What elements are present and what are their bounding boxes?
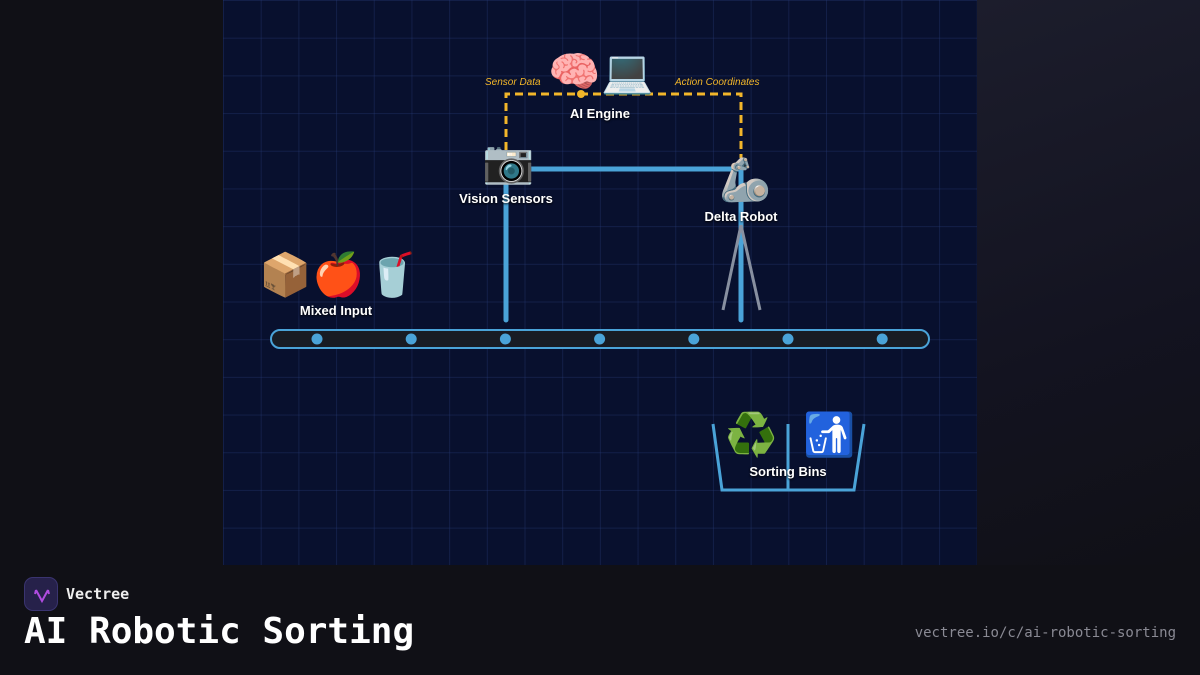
mechanical-arm-icon: 🦾 xyxy=(719,155,772,204)
flow-label-sensor: Sensor Data xyxy=(485,77,541,88)
conveyor-roller xyxy=(876,333,888,345)
recycle-icon: ♻️ xyxy=(725,410,778,459)
diagram-lines xyxy=(270,90,930,492)
brand-name: Vectree xyxy=(66,585,130,603)
conveyor-roller xyxy=(405,333,417,345)
background-glow xyxy=(977,0,1200,565)
node-label-input: Mixed Input xyxy=(299,303,373,318)
apple-icon: 🍎 xyxy=(312,250,365,299)
robot-arms xyxy=(721,224,762,311)
conveyor-roller xyxy=(311,333,323,345)
litter-bin-icon: 🚮 xyxy=(803,410,856,459)
brain-icon: 🧠 xyxy=(548,47,601,96)
page-title: AI Robotic Sorting xyxy=(24,611,415,652)
logo-icon xyxy=(34,589,50,604)
node-label-vision: Vision Sensors xyxy=(459,191,553,206)
diagram-canvas: Sensor Data Action Coordinates 🧠 💻 AI En… xyxy=(223,0,977,565)
camera-icon: 📷 xyxy=(482,137,535,186)
conveyor-roller xyxy=(594,333,606,345)
conveyor-roller xyxy=(499,333,511,345)
node-label-ai-engine: AI Engine xyxy=(570,106,630,121)
conveyor-roller xyxy=(688,333,700,345)
conveyor-roller xyxy=(782,333,794,345)
dataflow-path xyxy=(504,92,743,158)
node-label-robot: Delta Robot xyxy=(704,209,778,224)
sensor-gantry xyxy=(503,166,744,323)
dataflow-dot xyxy=(577,90,585,98)
flow-label-action: Action Coordinates xyxy=(675,77,760,88)
cup-icon: 🥤 xyxy=(366,250,419,299)
package-icon: 📦 xyxy=(259,250,312,299)
laptop-icon: 💻 xyxy=(601,47,654,96)
footer: Vectree AI Robotic Sorting vectree.io/c/… xyxy=(0,565,1200,675)
node-label-bins: Sorting Bins xyxy=(749,464,827,479)
conveyor-rollers xyxy=(311,333,888,345)
sorting-bin xyxy=(711,423,866,492)
vectree-logo xyxy=(24,577,58,611)
page-url[interactable]: vectree.io/c/ai-robotic-sorting xyxy=(914,625,1176,641)
